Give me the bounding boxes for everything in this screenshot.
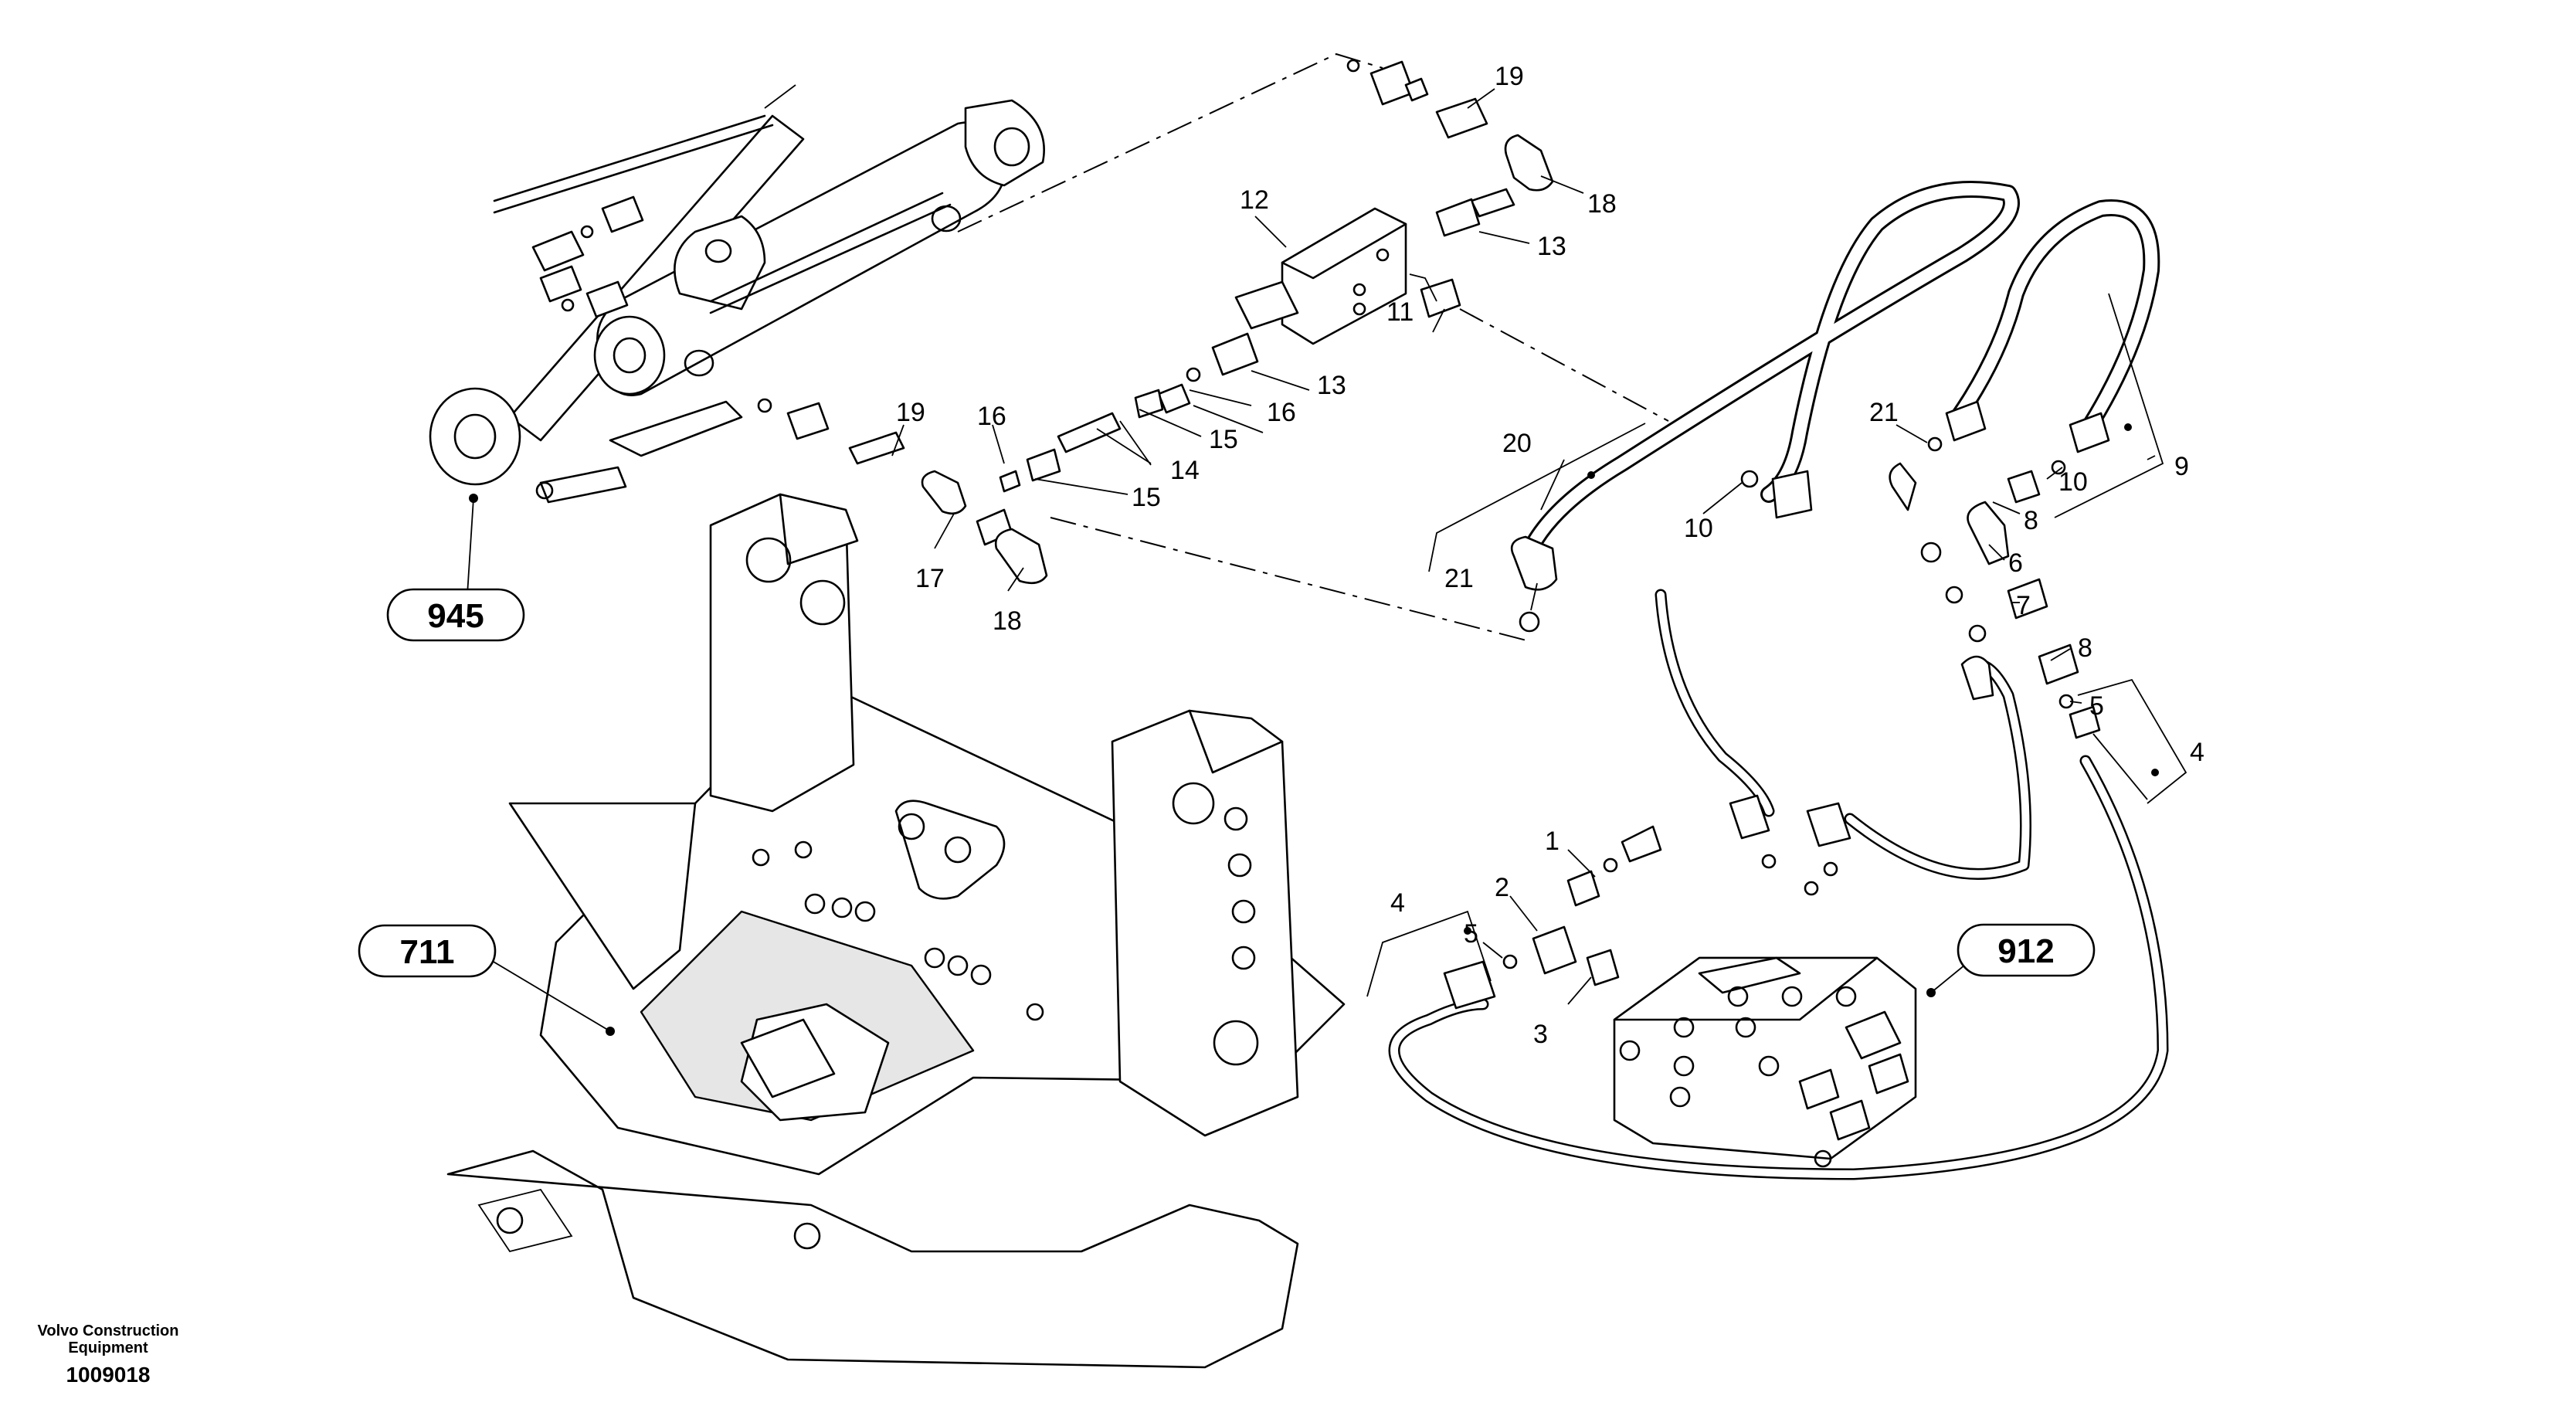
label-7: 7 (2016, 591, 2031, 620)
label-12: 12 (1240, 185, 1269, 215)
label-15-mid: 15 (1209, 425, 1238, 454)
label-16-mid: 16 (1267, 398, 1296, 427)
callout-912[interactable]: 912 (1957, 923, 2096, 977)
svg-text:711: 711 (400, 933, 455, 971)
callout-711[interactable]: 711 (358, 924, 497, 978)
document-number: 1009018 (66, 1363, 151, 1387)
cylinder-fittings (757, 59, 1554, 585)
label-3: 3 (1533, 1020, 1548, 1049)
label-18-top: 18 (1587, 189, 1617, 219)
label-14: 14 (1170, 456, 1200, 485)
label-10-left: 10 (1684, 514, 1713, 543)
label-13-mid: 13 (1317, 371, 1346, 400)
leader-lines (467, 88, 2187, 1032)
hoses (1388, 181, 2169, 1180)
label-1: 1 (1545, 827, 1560, 856)
hose-fittings (1443, 400, 2110, 1010)
svg-text:912: 912 (1997, 932, 2054, 970)
part-number-labels: 19 18 12 13 11 13 16 15 14 15 16 19 17 1… (896, 62, 2204, 1049)
label-21-right: 21 (1869, 398, 1899, 427)
label-5-left: 5 (1464, 919, 1478, 949)
label-9: 9 (2174, 452, 2189, 481)
label-21-left: 21 (1444, 564, 1474, 593)
label-6: 6 (2008, 548, 2023, 578)
manufacturer-name: Volvo Construction Equipment (37, 1322, 179, 1356)
label-19-top: 19 (1495, 62, 1524, 91)
label-18-low: 18 (993, 606, 1022, 636)
loader-frame (446, 493, 1346, 1369)
label-16-left: 16 (977, 402, 1006, 431)
label-4-left: 4 (1390, 888, 1405, 918)
label-8-top: 8 (2024, 506, 2038, 535)
label-5-right: 5 (2089, 691, 2104, 721)
label-11: 11 (1386, 297, 1414, 327)
label-2: 2 (1495, 873, 1509, 902)
svg-text:945: 945 (427, 597, 484, 635)
label-4-right: 4 (2190, 738, 2204, 767)
label-19-left: 19 (896, 398, 925, 427)
label-15-low: 15 (1132, 483, 1161, 512)
boom-cylinder (429, 84, 1045, 504)
label-20: 20 (1502, 429, 1532, 458)
dashed-connection-lines (957, 53, 1669, 642)
control-valve (1613, 956, 1917, 1168)
label-10-right: 10 (2058, 467, 2088, 497)
leader-dots (469, 423, 2159, 1036)
label-17: 17 (915, 564, 945, 593)
label-13-top: 13 (1537, 232, 1566, 261)
callout-945[interactable]: 945 (386, 588, 525, 642)
label-8-low: 8 (2078, 633, 2092, 663)
